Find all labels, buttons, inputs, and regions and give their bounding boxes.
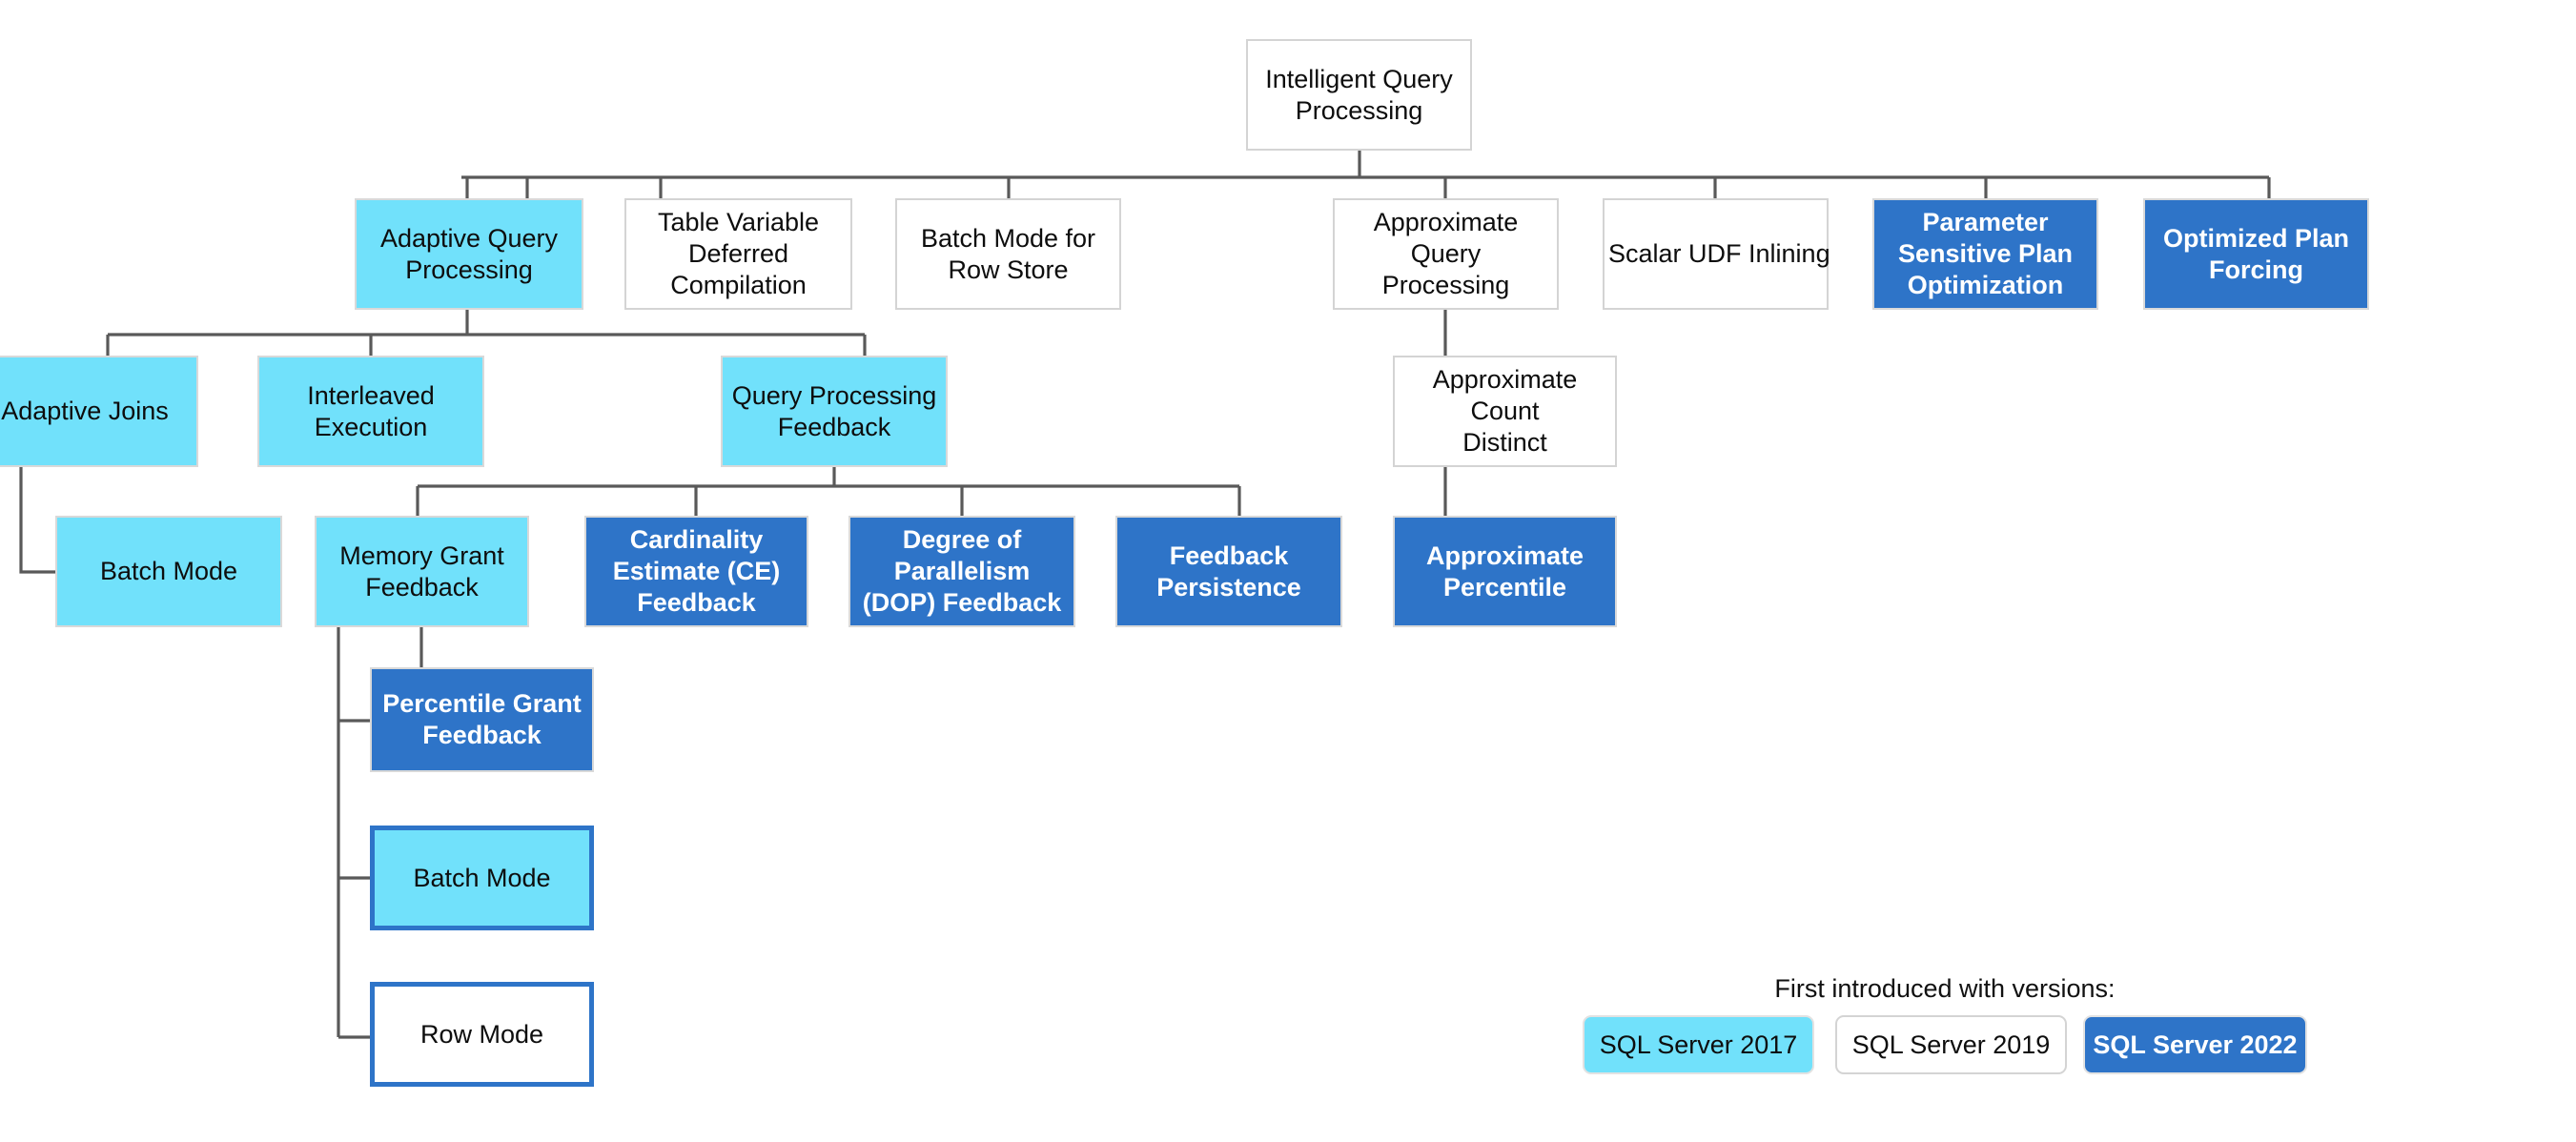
node-label: Cardinality Estimate (CE) Feedback: [612, 525, 781, 617]
legend-chip-2017: SQL Server 2017: [1583, 1015, 1814, 1074]
node-acd[interactable]: Approximate Count Distinct: [1393, 356, 1617, 467]
node-label: Adaptive Joins: [1, 397, 169, 426]
node-root[interactable]: Intelligent Query Processing: [1246, 39, 1472, 151]
node-batchmode2[interactable]: Batch Mode: [370, 826, 594, 930]
node-dop[interactable]: Degree of Parallelism (DOP) Feedback: [848, 516, 1075, 627]
node-label: Batch Mode: [413, 863, 551, 892]
node-pspo[interactable]: Parameter Sensitive Plan Optimization: [1872, 198, 2098, 310]
node-ce[interactable]: Cardinality Estimate (CE) Feedback: [584, 516, 808, 627]
node-rowmode[interactable]: Row Mode: [370, 982, 594, 1087]
connector-line: [19, 467, 55, 574]
node-udf[interactable]: Scalar UDF Inlining: [1603, 198, 1830, 310]
node-label: Adaptive Query Processing: [379, 223, 559, 284]
node-label: Batch Mode for Row Store: [920, 223, 1096, 284]
node-adaptivejoins[interactable]: Adaptive Joins: [0, 356, 198, 467]
node-label: Percentile Grant Feedback: [382, 689, 582, 749]
node-label: Approximate Query Processing: [1373, 208, 1519, 299]
legend-chip-2019: SQL Server 2019: [1835, 1015, 2067, 1074]
node-label: Scalar UDF Inlining: [1608, 239, 1830, 269]
node-label: Table Variable Deferred Compilation: [657, 208, 820, 299]
node-label: Intelligent Query Processing: [1265, 64, 1453, 125]
node-label: Approximate Count Distinct: [1432, 365, 1578, 457]
legend: First introduced with versions: SQL Serv…: [1583, 974, 2307, 1079]
node-label: Parameter Sensitive Plan Optimization: [1897, 208, 2074, 299]
node-fp[interactable]: Feedback Persistence: [1115, 516, 1342, 627]
node-label: Memory Grant Feedback: [339, 540, 504, 602]
node-label: Feedback Persistence: [1156, 540, 1301, 602]
node-qpf[interactable]: Query Processing Feedback: [721, 356, 948, 467]
node-label: Approximate Percentile: [1425, 540, 1584, 602]
node-label: Interleaved Execution: [307, 380, 435, 441]
legend-chip-label: SQL Server 2022: [2093, 1030, 2298, 1059]
node-mgf[interactable]: Memory Grant Feedback: [315, 516, 529, 627]
node-interleaved[interactable]: Interleaved Execution: [257, 356, 484, 467]
legend-chip-label: SQL Server 2019: [1851, 1030, 2051, 1059]
node-ap[interactable]: Approximate Percentile: [1393, 516, 1617, 627]
node-label: Optimized Plan Forcing: [2162, 223, 2350, 284]
node-pgf[interactable]: Percentile Grant Feedback: [370, 667, 594, 772]
node-bmrs[interactable]: Batch Mode for Row Store: [895, 198, 1121, 310]
node-apqp[interactable]: Approximate Query Processing: [1333, 198, 1559, 310]
legend-title: First introduced with versions:: [1774, 974, 2116, 1003]
legend-chip-label: SQL Server 2017: [1599, 1030, 1798, 1059]
node-label: Batch Mode: [99, 557, 238, 586]
node-label: Row Mode: [419, 1019, 544, 1049]
node-label: Degree of Parallelism (DOP) Feedback: [862, 525, 1062, 617]
node-label: Query Processing Feedback: [731, 380, 937, 441]
node-tvdc[interactable]: Table Variable Deferred Compilation: [624, 198, 852, 310]
legend-chip-2022: SQL Server 2022: [2083, 1015, 2307, 1074]
node-opf[interactable]: Optimized Plan Forcing: [2143, 198, 2369, 310]
node-aqp[interactable]: Adaptive Query Processing: [355, 198, 583, 310]
node-batchmode1[interactable]: Batch Mode: [55, 516, 282, 627]
